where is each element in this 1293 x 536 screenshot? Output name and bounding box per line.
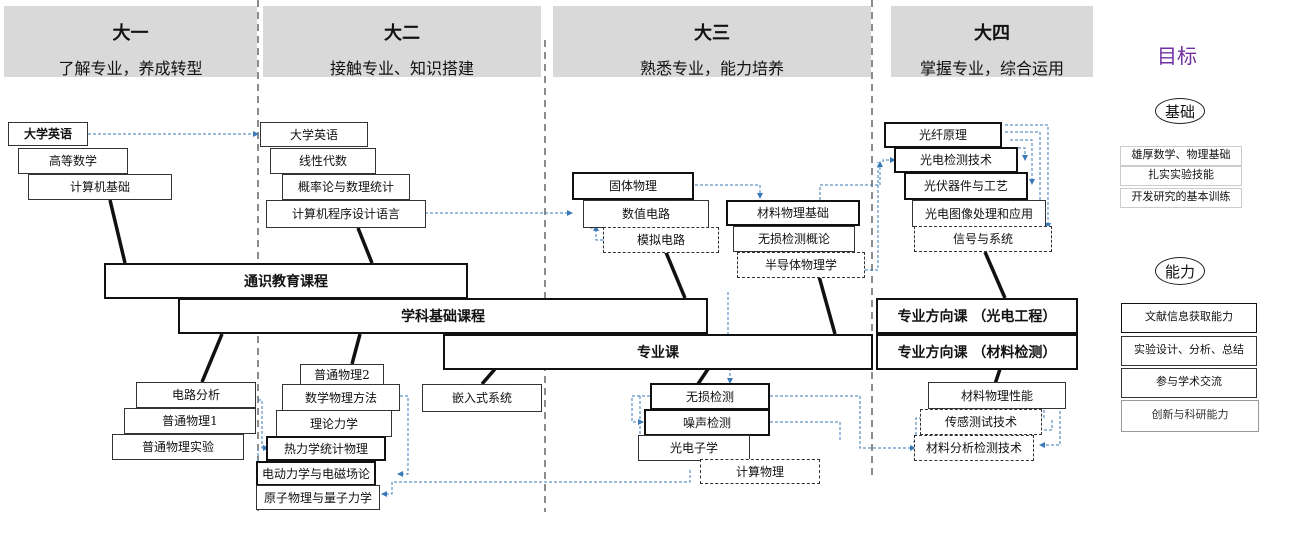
course-y1-circuit-analysis: 电路分析: [136, 382, 256, 408]
course-y2-probability: 概率论与数理统计: [282, 174, 410, 200]
course-y3-solid-state: 固体物理: [572, 172, 694, 200]
year-header-1: 大一 了解专业，养成转型: [4, 6, 257, 78]
goals-title: 目标: [1157, 44, 1197, 68]
course-embedded-systems: 嵌入式系统: [422, 384, 542, 412]
course-y4-material-properties: 材料物理性能: [928, 382, 1066, 409]
foundation-item: 雄厚数学、物理基础: [1120, 146, 1242, 166]
foundation-circle: 基础: [1155, 98, 1205, 124]
year-title: 大四: [974, 23, 1010, 44]
ability-item: 创新与科研能力: [1121, 400, 1259, 432]
course-y2-physics2: 普通物理2: [300, 364, 384, 386]
course-y2-electrodynamics: 电动力学与电磁场论: [256, 461, 376, 486]
course-y3-optoelectronics: 光电子学: [638, 435, 750, 461]
course-y3-ndt-intro: 无损检测概论: [733, 226, 855, 252]
band-discipline-foundation: 学科基础课程: [178, 298, 708, 334]
ability-item: 实验设计、分析、总结: [1121, 336, 1257, 366]
course-y3-digital-circuit: 数值电路: [583, 200, 709, 228]
course-y4-sensor-testing: 传感测试技术: [920, 409, 1042, 435]
year-title: 大二: [384, 23, 420, 44]
course-y1-english: 大学英语: [8, 122, 88, 146]
course-y4-fiber: 光纤原理: [884, 122, 1002, 148]
ability-item: 参与学术交流: [1121, 368, 1257, 398]
course-y2-english: 大学英语: [260, 122, 368, 147]
band-direction-materials: 专业方向课 （材料检测）: [876, 334, 1078, 370]
course-y4-photo-detection: 光电检测技术: [894, 147, 1018, 173]
band-major: 专业课: [443, 334, 873, 370]
year-title: 大一: [112, 23, 149, 44]
course-y3-analog-circuit: 模拟电路: [603, 227, 719, 253]
course-y3-semiconductor: 半导体物理学: [737, 252, 865, 278]
course-y3-ndt: 无损检测: [650, 383, 770, 410]
year-subtitle: 了解专业，养成转型: [58, 59, 203, 78]
ability-circle: 能力: [1155, 257, 1205, 285]
course-y2-thermo-statistical: 热力学统计物理: [266, 436, 386, 461]
course-y2-theoretical-mechanics: 理论力学: [276, 410, 392, 437]
foundation-item: 扎实实验技能: [1120, 166, 1242, 186]
course-y4-pv-devices: 光伏器件与工艺: [904, 172, 1028, 200]
band-general-education: 通识教育课程: [104, 263, 468, 299]
course-y3-computational-physics: 计算物理: [700, 459, 820, 484]
ability-item: 文献信息获取能力: [1121, 303, 1257, 333]
course-y2-math-physics: 数学物理方法: [282, 384, 400, 411]
year-dividers: [257, 0, 873, 512]
course-y2-linear-algebra: 线性代数: [270, 148, 376, 174]
year-title: 大三: [694, 23, 730, 44]
course-y3-noise-detection: 噪声检测: [644, 409, 770, 436]
foundation-item: 开发研究的基本训练: [1120, 188, 1242, 208]
course-y1-physics-lab: 普通物理实验: [112, 434, 244, 460]
course-y3-materials-basics: 材料物理基础: [726, 200, 860, 226]
year-header-2: 大二 接触专业、知识搭建: [263, 6, 541, 78]
year-subtitle: 接触专业、知识搭建: [329, 59, 474, 78]
course-y4-image-processing: 光电图像处理和应用: [912, 200, 1046, 227]
course-y2-programming: 计算机程序设计语言: [266, 200, 426, 228]
year-header-3: 大三 熟悉专业，能力培养: [553, 6, 871, 78]
course-y1-math: 高等数学: [18, 148, 128, 174]
course-y4-material-analysis: 材料分析检测技术: [914, 435, 1034, 461]
year-header-4: 大四 掌握专业，综合运用: [891, 6, 1093, 78]
course-y1-physics1: 普通物理1: [124, 408, 256, 434]
year-subtitle: 掌握专业，综合运用: [919, 59, 1064, 78]
course-y4-signals: 信号与系统: [914, 226, 1052, 252]
band-direction-optoelectronics: 专业方向课 （光电工程）: [876, 298, 1078, 334]
year-subtitle: 熟悉专业，能力培养: [639, 59, 784, 78]
course-y2-atomic-quantum: 原子物理与量子力学: [256, 485, 380, 510]
course-y1-computer: 计算机基础: [28, 174, 172, 200]
